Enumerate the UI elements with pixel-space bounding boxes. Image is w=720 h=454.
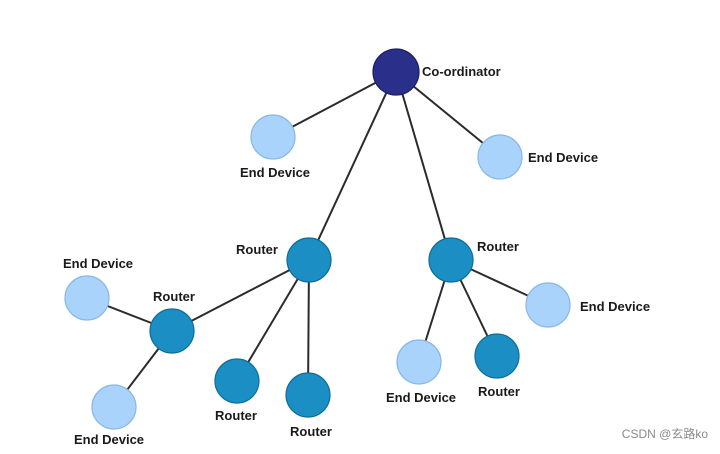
router-node: Router bbox=[285, 372, 332, 439]
end-device-circle bbox=[250, 114, 296, 160]
end-device-node: End Device bbox=[63, 256, 133, 321]
router-label: Router bbox=[153, 289, 195, 304]
router-label: Router bbox=[477, 239, 519, 254]
router-circle bbox=[428, 237, 474, 283]
end-device-circle bbox=[525, 282, 571, 328]
end-device-circle bbox=[396, 339, 442, 385]
end-device-circle bbox=[91, 384, 137, 430]
end-device-circle bbox=[64, 275, 110, 321]
coordinator-label: Co-ordinator bbox=[422, 64, 501, 79]
end-device-label: End Device bbox=[580, 299, 650, 314]
router-node: Router bbox=[474, 333, 520, 399]
router-label: Router bbox=[290, 424, 332, 439]
end-device-label: End Device bbox=[63, 256, 133, 271]
end-device-node: End Device bbox=[525, 282, 650, 328]
end-device-node: End Device bbox=[386, 339, 456, 405]
router-label: Router bbox=[215, 408, 257, 423]
coordinator-circle bbox=[372, 48, 420, 96]
router-circle bbox=[286, 237, 332, 283]
end-device-label: End Device bbox=[528, 150, 598, 165]
router-node: Router bbox=[236, 237, 332, 283]
end-device-node: End Device bbox=[477, 134, 598, 180]
router-circle bbox=[474, 333, 520, 379]
router-label: Router bbox=[478, 384, 520, 399]
router-circle bbox=[285, 372, 331, 418]
end-device-circle bbox=[477, 134, 523, 180]
csdn-watermark: CSDN @玄路ko bbox=[621, 427, 708, 441]
connection-line bbox=[308, 71, 397, 261]
end-device-node: End Device bbox=[240, 114, 310, 180]
connection-line bbox=[395, 71, 452, 261]
router-circle bbox=[214, 358, 260, 404]
connection-line bbox=[171, 259, 310, 332]
router-node: Router bbox=[149, 289, 195, 354]
end-device-label: End Device bbox=[240, 165, 310, 180]
connection-line bbox=[236, 259, 310, 382]
router-node: Router bbox=[428, 237, 519, 283]
router-circle bbox=[149, 308, 195, 354]
router-label: Router bbox=[236, 242, 278, 257]
router-node: Router bbox=[214, 358, 260, 423]
end-device-label: End Device bbox=[386, 390, 456, 405]
end-device-label: End Device bbox=[74, 432, 144, 447]
end-device-node: End Device bbox=[74, 384, 144, 447]
coordinator-node: Co-ordinator bbox=[372, 48, 501, 96]
